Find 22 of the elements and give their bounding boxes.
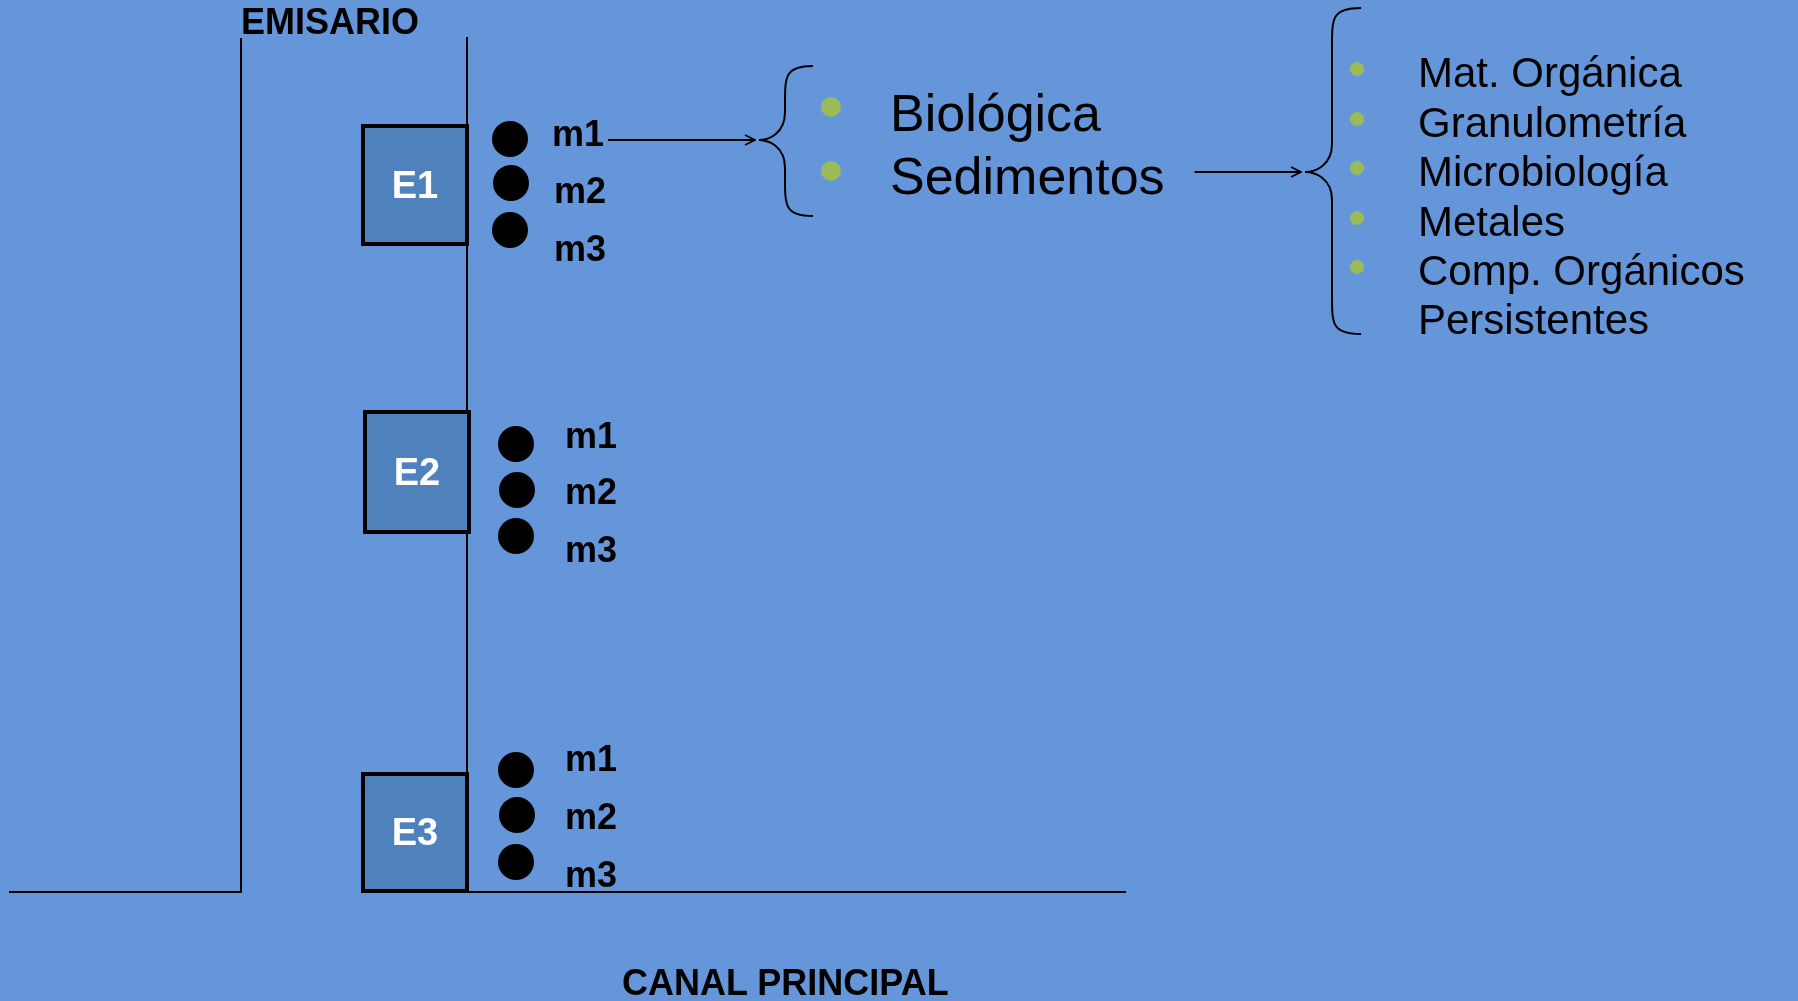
sample-label: m2: [565, 474, 618, 510]
list-item: Comp. Orgánicos Persistentes: [1418, 246, 1746, 344]
sample-label: m1: [565, 741, 618, 777]
list-item: Metales: [1418, 196, 1567, 246]
sample-label: m3: [565, 532, 618, 568]
list-item: Sedimentos: [890, 150, 1165, 202]
sample-label: m1: [565, 418, 618, 454]
sample-label: m2: [554, 173, 607, 209]
sample-label: m3: [565, 857, 618, 893]
sample-label: m3: [554, 231, 607, 267]
section-title: CANAL PRINCIPAL: [622, 965, 949, 1001]
station-box: E3: [361, 772, 469, 893]
sample-label: m1: [552, 116, 605, 152]
list-item: Granulometría: [1418, 97, 1688, 147]
list-item: Microbiología: [1418, 147, 1669, 196]
station-box: E1: [361, 124, 469, 246]
section-title: EMISARIO: [241, 4, 419, 40]
sample-label: m2: [565, 799, 618, 835]
arrow: [607, 134, 756, 146]
station-box: E2: [363, 410, 471, 534]
list-item: Mat. Orgánica: [1418, 48, 1683, 97]
arrow: [1193, 166, 1302, 178]
